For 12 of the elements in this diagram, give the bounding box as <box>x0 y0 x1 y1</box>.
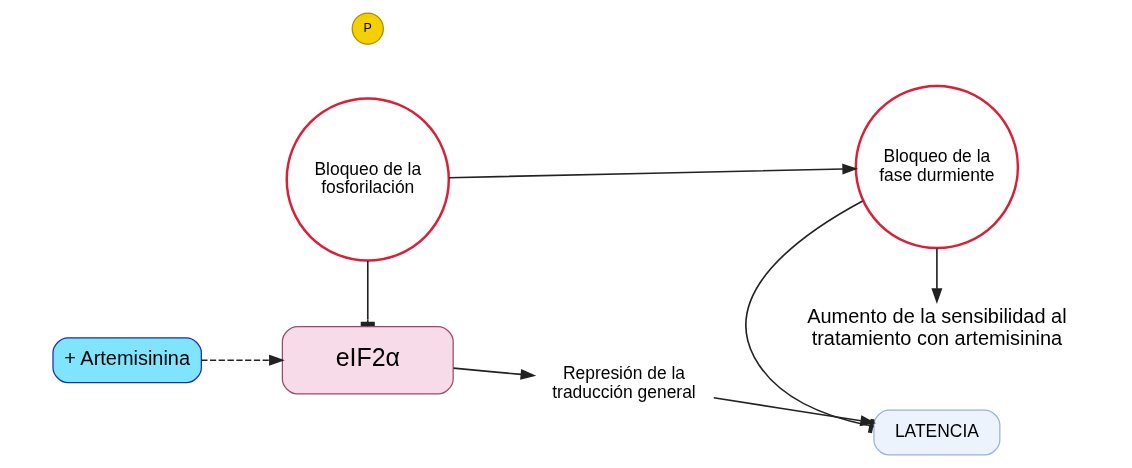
arrow <box>452 367 537 380</box>
node-circle: P <box>351 12 384 45</box>
node-text: Represión de la traducción general <box>552 363 696 402</box>
arrow <box>200 354 285 366</box>
arrow <box>931 247 943 304</box>
node-box: eIF2α <box>281 325 454 395</box>
node-box: LATENCIA <box>873 409 1001 456</box>
node-circle: Bloqueo de la fase durmiente <box>854 84 1020 250</box>
arrow <box>448 163 859 179</box>
node-box: + Artemisinina <box>52 337 202 384</box>
node-circle: Bloqueo de la fosforilación <box>285 97 451 262</box>
node-text: Aumento de la sensibilidad al tratamiento con artemisinina <box>807 304 1067 350</box>
